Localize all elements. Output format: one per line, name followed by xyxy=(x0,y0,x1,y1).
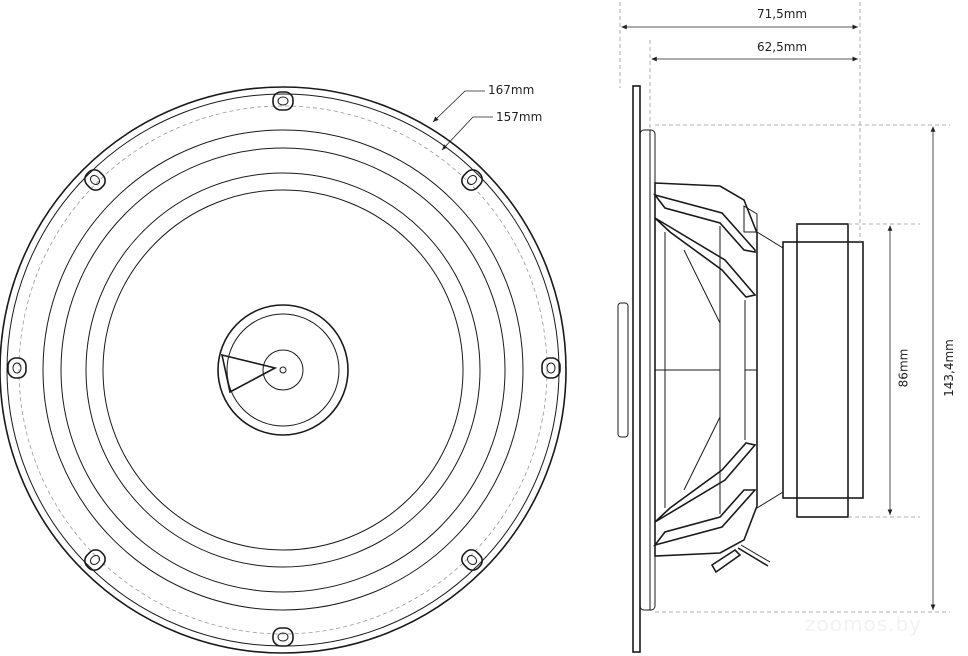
mounting-hole-icon xyxy=(7,357,27,379)
mounting-hole-icon xyxy=(272,627,294,647)
flange-rim xyxy=(639,129,656,611)
label-magnet-diameter: 86mm xyxy=(896,348,911,388)
mounting-hole-icon xyxy=(84,169,106,191)
outer-rim xyxy=(0,86,567,654)
front-view xyxy=(0,86,567,654)
mounting-circle xyxy=(18,105,548,635)
back-plate xyxy=(782,241,864,499)
mounting-hole-icon xyxy=(461,169,483,191)
label-outer-diameter: 167mm xyxy=(488,83,535,97)
tweeter-housing xyxy=(217,304,349,436)
terminal xyxy=(710,548,742,574)
watermark: zoomos.by xyxy=(805,612,922,636)
tweeter-bridge xyxy=(220,353,278,394)
label-mounting-diameter: 157mm xyxy=(496,110,543,124)
leader-167mm xyxy=(432,90,485,123)
label-mounting-depth: 62,5mm xyxy=(757,40,808,54)
mounting-hole-icon xyxy=(272,91,294,111)
terminal-wire xyxy=(737,547,769,567)
surround-outer xyxy=(42,129,524,611)
label-cutout-height: 143,4mm xyxy=(941,339,956,397)
mounting-hole-icon xyxy=(461,549,483,571)
pole-cone xyxy=(756,231,784,509)
tweeter-dome xyxy=(262,349,304,391)
cone-inner xyxy=(102,189,464,551)
cone-outer xyxy=(85,172,481,568)
tweeter-center xyxy=(279,366,287,374)
front-flange xyxy=(632,85,641,653)
surround-mid xyxy=(60,147,506,593)
side-view xyxy=(617,2,950,653)
basket xyxy=(654,182,758,557)
gasket-tab xyxy=(617,302,629,438)
leader-157mm xyxy=(441,116,493,151)
label-total-depth: 71,5mm xyxy=(757,7,808,21)
magnet xyxy=(796,223,849,518)
mounting-hole-icon xyxy=(84,549,106,571)
mounting-holes xyxy=(7,91,561,647)
tweeter-ring xyxy=(226,313,340,427)
mounting-hole-icon xyxy=(541,357,561,379)
